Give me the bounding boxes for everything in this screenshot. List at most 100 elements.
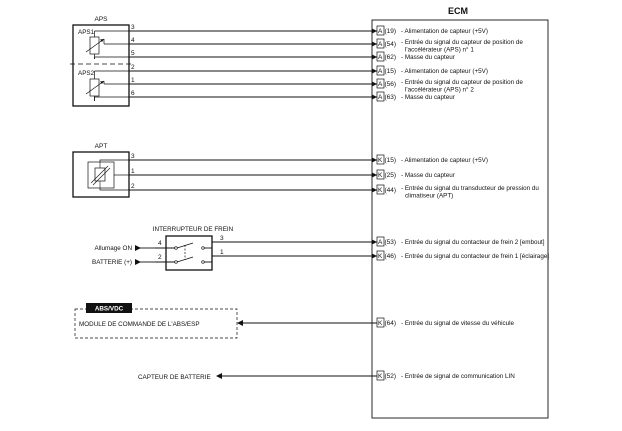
ecm-pin-row: K(25) - Masse du capteur xyxy=(376,169,455,180)
connector-letter: A xyxy=(378,68,383,75)
pin-number: (44) xyxy=(385,187,397,194)
pin-number: (15) xyxy=(385,68,397,75)
connector-box xyxy=(376,154,385,165)
wire-number: 6 xyxy=(131,90,135,97)
connector-box xyxy=(376,370,385,381)
pin-number: (25) xyxy=(385,172,397,179)
pin-description: - Masse du capteur xyxy=(401,94,455,101)
wire-number: 3 xyxy=(131,153,135,160)
abs-module-label: MODULE DE COMMANDE DE L'ABS/ESP xyxy=(79,321,200,328)
ecm-pin-row: A(53) - Entrée du signal du contacteur de… xyxy=(376,236,545,247)
aps-title: APS xyxy=(94,16,108,23)
ecm-pin-row: K(46) - Entrée du signal du contacteur de… xyxy=(376,250,549,261)
connector-letter: A xyxy=(378,41,383,48)
wire-number: 1 xyxy=(131,168,135,175)
ecm-pin-row: K(44)- Entrée du signal du transducteur … xyxy=(376,184,539,200)
wire: 1 xyxy=(129,168,377,178)
connector-box xyxy=(376,184,385,195)
abs-module-block: ABS/VDC MODULE DE COMMANDE DE L'ABS/ESP xyxy=(74,303,238,339)
ecm-pin-row: K(64)- Entrée du signal de vitesse du vé… xyxy=(376,317,515,328)
abs-badge xyxy=(86,303,132,313)
pin-number: (19) xyxy=(385,28,397,35)
pin-description: - Entrée du signal du contacteur de frei… xyxy=(401,253,549,260)
signal-arrow xyxy=(237,320,377,326)
brake-switch-box xyxy=(165,235,213,271)
ecm-pin-row: A(56)- Entrée du signal du capteur de po… xyxy=(376,78,523,94)
connector-box xyxy=(376,317,385,328)
connector-box xyxy=(376,65,385,76)
connector-letter: A xyxy=(378,239,383,246)
pin-number: (63) xyxy=(385,94,397,101)
pin-number: (53) xyxy=(385,239,397,246)
ecm-title: ECM xyxy=(448,6,468,16)
wire-number: 3 xyxy=(131,24,135,31)
ecm-pin-row: A(63) - Masse du capteur xyxy=(376,91,455,102)
pin-number: (15) xyxy=(385,157,397,164)
ecm-pin-row: A(19)- Alimentation de capteur (+5V) xyxy=(376,25,488,36)
wire xyxy=(212,253,377,259)
wire: 3 xyxy=(129,24,377,34)
brake-pin-3: 3 xyxy=(220,235,224,242)
pin-description: - Masse du capteur xyxy=(401,54,455,61)
ecm-pin-row: A(62)- Masse du capteur xyxy=(376,51,455,62)
abs-badge-label: ABS/VDC xyxy=(95,306,124,313)
wire: 3 xyxy=(129,153,377,163)
apt-box xyxy=(72,151,130,198)
brake-switch-title: INTERRUPTEUR DE FREIN xyxy=(153,226,234,233)
connector-box xyxy=(376,38,385,49)
connector-letter: K xyxy=(378,172,383,179)
pin-number: (46) xyxy=(385,253,397,260)
wire: 1 xyxy=(129,77,377,87)
wire: 6 xyxy=(129,90,377,100)
connector-letter: K xyxy=(378,373,383,380)
pin-description: - Entrée de signal de communication LIN xyxy=(401,373,515,380)
wire-list: 3 4 5 2 1 6 3 1 2 xyxy=(94,24,377,379)
ecm-pin-row: A(15) - Alimentation de capteur (+5V) xyxy=(376,65,488,76)
aps-internal-wiring xyxy=(94,30,129,101)
pin-description: l'accélérateur (APS) n° 2 xyxy=(405,86,474,94)
wire: 5 xyxy=(129,50,377,60)
pin-description: climatiseur (APT) xyxy=(405,193,453,200)
wire: 2 xyxy=(129,183,377,193)
connector-box xyxy=(376,25,385,36)
pin-description: - Alimentation de capteur (+5V) xyxy=(401,28,488,35)
wire: 2 xyxy=(129,64,377,74)
wire-number: 2 xyxy=(131,183,135,190)
apt-title: APT xyxy=(95,143,108,150)
aps2-label: APS2 xyxy=(78,70,95,77)
ecm-pin-row: K(52)- Entrée de signal de communication… xyxy=(376,370,515,381)
pressure-transducer-icon xyxy=(87,161,115,189)
pin-description: - Entrée du signal de vitesse du véhicul… xyxy=(401,320,515,327)
switch-contacts-icon xyxy=(174,242,205,264)
pin-description: - Entrée du signal du capteur de positio… xyxy=(401,39,523,46)
connector-letter: K xyxy=(378,187,383,194)
connector-letter: A xyxy=(378,94,383,101)
pin-description: - Masse du capteur xyxy=(401,172,455,179)
connector-letter: K xyxy=(378,253,383,260)
pin-number: (56) xyxy=(385,81,397,88)
brake-pin-2: 2 xyxy=(158,254,162,261)
apt-sensor-block: APT xyxy=(72,143,130,198)
connector-box xyxy=(376,91,385,102)
pin-number: (64) xyxy=(385,320,397,327)
ignition-on-label: Allumage ON xyxy=(95,245,133,252)
brake-switch-block: INTERRUPTEUR DE FREIN 4 2 3 1 Allumage O… xyxy=(92,226,234,271)
pin-description: - Alimentation de capteur (+5V) xyxy=(401,68,488,75)
wire-number: 2 xyxy=(131,64,135,71)
battery-plus-label: BATTERIE (+) xyxy=(92,259,132,266)
connector-letter: A xyxy=(378,54,383,61)
wire: 4 xyxy=(129,37,377,47)
aps-box xyxy=(72,24,130,107)
brake-pin-1: 1 xyxy=(220,249,224,256)
potentiometer-2-icon xyxy=(85,73,105,101)
connector-box xyxy=(376,169,385,180)
brake-pin-4: 4 xyxy=(158,240,162,247)
ecm-block: ECM xyxy=(371,6,549,419)
connector-letter: A xyxy=(378,81,383,88)
connector-letter: K xyxy=(378,157,383,164)
signal-arrow xyxy=(216,373,377,379)
wire-number: 1 xyxy=(131,77,135,84)
aps-sensor-block: APS APS1 APS2 xyxy=(70,16,134,107)
pin-description: - Entrée du signal du contacteur de frei… xyxy=(401,239,545,246)
